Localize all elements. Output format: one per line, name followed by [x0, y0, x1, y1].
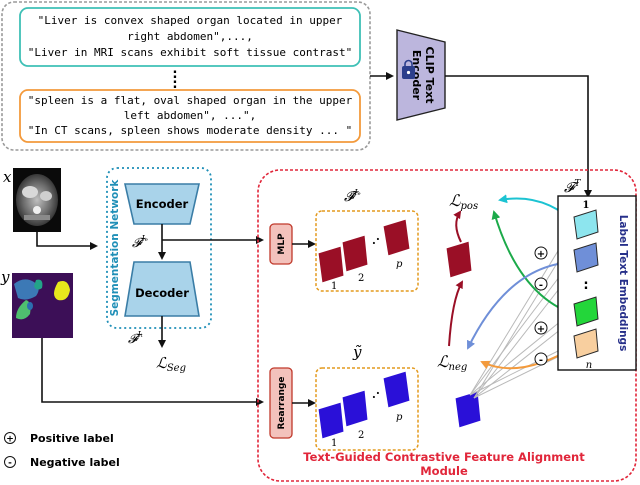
segmentation-loss: ℒSeg: [156, 354, 186, 374]
legend-negative: - Negative label: [4, 456, 120, 469]
input-y-label: y: [0, 268, 10, 286]
feature-dot-1: .: [372, 234, 376, 247]
label-index-2: 2: [358, 430, 364, 441]
encoder-label: Encoder: [136, 197, 189, 211]
liver-prompt-box: [19, 7, 361, 67]
segmentation-mask-image: [12, 273, 73, 338]
feature-to-pos-loss-arrow: [453, 210, 462, 243]
mlp-label: MLP: [277, 233, 287, 255]
label-patch-2: [341, 389, 369, 428]
prompt-panel: "Liver is convex shaped organ located in…: [1, 1, 371, 151]
svg-text:+: +: [537, 324, 545, 335]
spleen-prompt-line3: "In CT scans, spleen shows moderate dens…: [28, 124, 353, 137]
decoder-label: Decoder: [135, 286, 189, 300]
encoder-block: [124, 183, 200, 225]
minus-marker-top: -: [534, 277, 548, 291]
segmentation-network-label: Segmentation Network: [109, 179, 121, 317]
spleen-prompt-box: [19, 89, 361, 143]
liver-prompt-line1: "Liver is convex shaped organ located in…: [38, 14, 343, 27]
label-text-embeddings-panel: Label Text Embeddings 1 : n: [557, 195, 637, 371]
contrastive-alignment-module: Text-Guided Contrastive Feature Alignmen…: [257, 169, 637, 482]
embedding-green: [573, 296, 599, 327]
clip-to-embeddings-arrow: [445, 75, 592, 198]
liver-prompt-line3: "Liver in MRI scans exhibit soft tissue …: [28, 46, 353, 59]
svg-text:-: -: [539, 355, 543, 366]
prompt-ellipsis-top: :: [171, 66, 179, 82]
projected-feature-symbol: 𝓕̃Iₑ: [344, 188, 361, 205]
feature-index-1: 1: [331, 281, 337, 292]
embedding-index-n: n: [586, 360, 592, 371]
minus-marker-bottom: -: [534, 352, 548, 366]
spleen-prompt-line2: left abdomen", ...",: [124, 109, 256, 122]
decoder-block: [124, 261, 200, 317]
legend-positive: + Positive label: [4, 432, 114, 445]
label-index-1: 1: [331, 438, 337, 449]
clip-label-line1: CLIP Text: [423, 47, 436, 104]
embedding-peach: [573, 328, 599, 359]
negative-loss: ℒneg: [437, 352, 467, 373]
text-embedding-symbol: 𝓕T: [564, 179, 581, 196]
svg-text:+: +: [537, 249, 545, 260]
encoder-feature-symbol: 𝓕Iₑ: [132, 234, 148, 251]
decoder-feature-symbol: 𝓕Iₜ: [128, 330, 143, 347]
segmentation-network: Segmentation Network Encoder Decoder: [106, 167, 212, 329]
selected-label-patch: [454, 390, 482, 429]
spleen-prompt-line1: "spleen is a flat, oval shaped organ in …: [28, 94, 353, 107]
feature-patches-box: . . 1 2 p: [315, 210, 419, 292]
mask-to-rearrange-arrow: [41, 338, 264, 406]
label-patch-p: [382, 370, 411, 409]
label-index-p: p: [396, 412, 403, 423]
input-x-label: x: [3, 168, 12, 186]
legend-minus-symbol: -: [8, 459, 12, 469]
legend-plus-symbol: +: [6, 435, 14, 445]
rearrange-label: Rearrange: [277, 376, 287, 429]
legend-positive-label: Positive label: [30, 432, 114, 445]
embedding-cyan: [573, 209, 599, 240]
embedding-index-1: 1: [583, 200, 590, 211]
plus-marker-top: +: [534, 246, 548, 260]
legend-negative-label: Negative label: [30, 456, 120, 469]
plus-marker-bottom: +: [534, 321, 548, 335]
feature-dot-2: .: [376, 230, 380, 243]
feature-patch-1: [317, 245, 345, 284]
clip-label-line2: Encoder: [410, 50, 423, 101]
embedding-blue: [573, 242, 599, 273]
image-to-encoder-arrow: [36, 232, 98, 250]
liver-prompt-line2: right abdomen",...,: [127, 30, 253, 43]
rearrange-block: Rearrange: [269, 367, 293, 439]
lock-icon: [402, 59, 415, 79]
embeddings-label: Label Text Embeddings: [617, 215, 629, 352]
ct-scan-image: [13, 168, 61, 232]
module-title-line1: Text-Guided Contrastive Feature Alignmen…: [303, 450, 585, 464]
feature-index-2: 2: [358, 273, 364, 284]
label-patch-1: [317, 401, 345, 440]
positive-loss: ℒpos: [449, 191, 478, 212]
label-dot-1: .: [372, 388, 376, 401]
feature-index-p: p: [396, 259, 403, 270]
selected-feature-patch: [445, 240, 473, 279]
mlp-block: MLP: [269, 223, 293, 265]
label-patches-box: . . 1 2 p: [315, 367, 419, 451]
neg-loss-to-feature-arrow: [448, 280, 463, 347]
module-title-line2: Module: [420, 464, 468, 478]
embedding-ellipsis: :: [583, 278, 588, 293]
clip-text-encoder: CLIP Text Encoder: [396, 29, 446, 121]
label-dot-2: .: [376, 384, 380, 397]
feature-patch-2: [341, 234, 369, 273]
feature-patch-p: [382, 218, 411, 257]
prompt-ellipsis-bottom: :: [171, 76, 179, 92]
rearranged-label-symbol: ỹ: [352, 343, 362, 361]
svg-text:-: -: [539, 280, 543, 291]
